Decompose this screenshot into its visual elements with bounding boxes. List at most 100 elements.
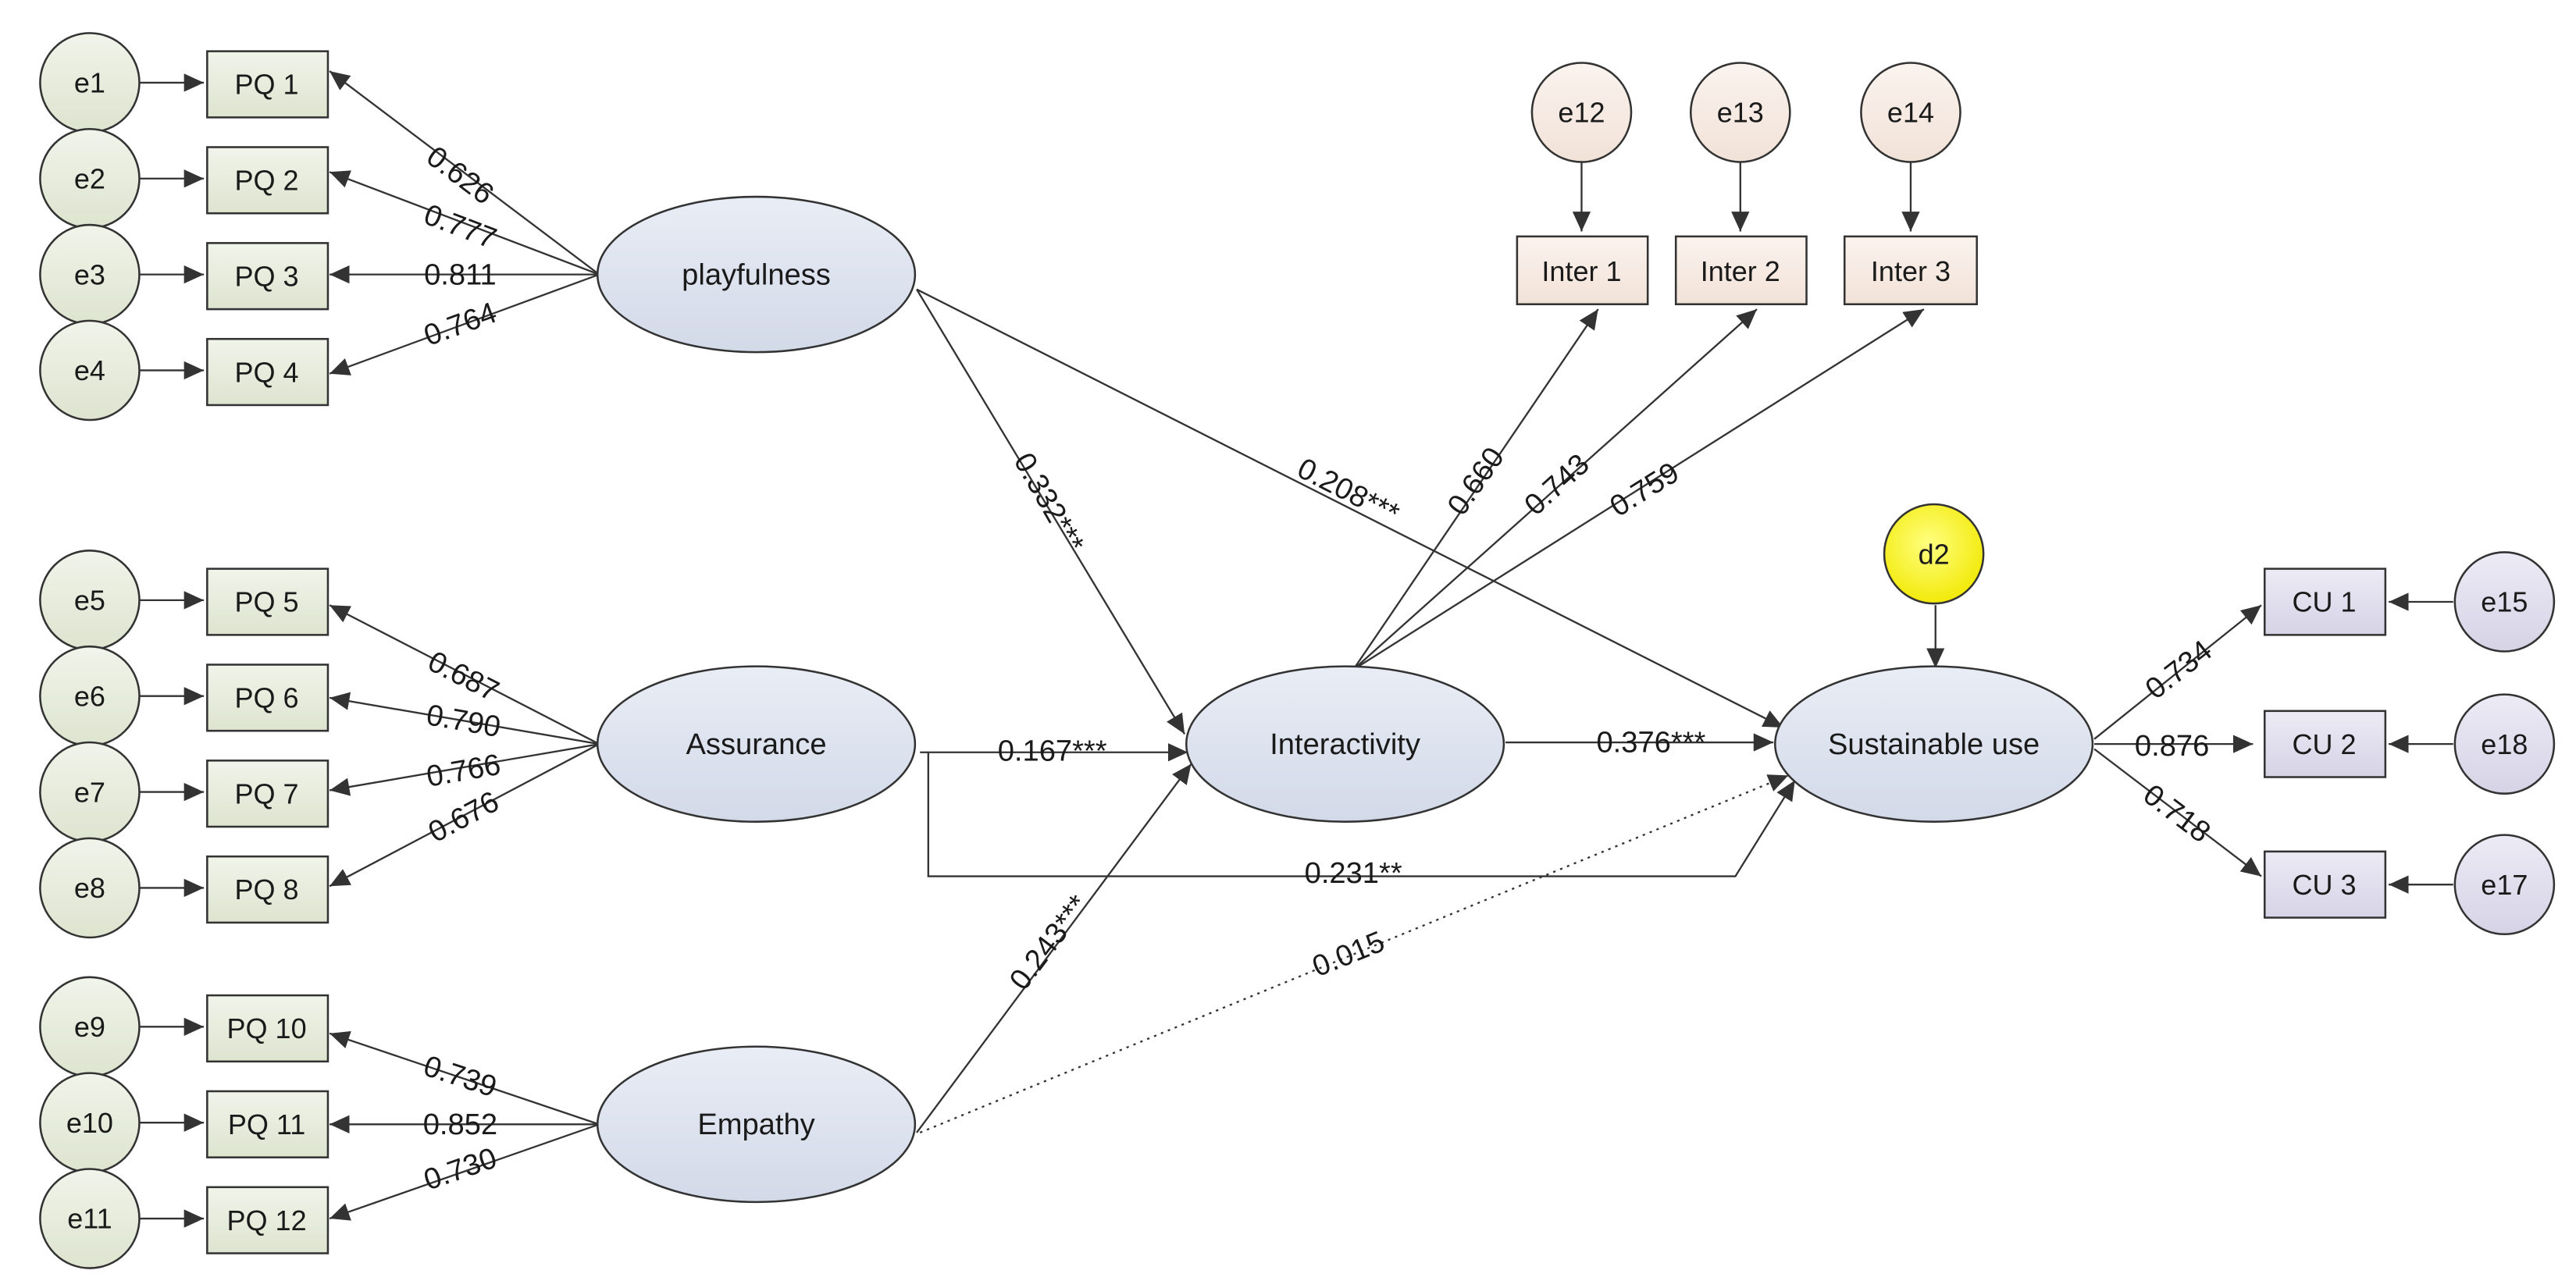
indicator-pq1: PQ 1 — [206, 50, 330, 119]
arrow-empathy-pq10 — [329, 1030, 600, 1126]
loading-cu2: 0.876 — [2135, 729, 2209, 763]
indicator-pq12-label: PQ 12 — [227, 1204, 307, 1236]
indicator-pq5-label: PQ 5 — [235, 586, 299, 618]
latent-interactivity-label: Interactivity — [1270, 728, 1420, 761]
sustainable-use-indicators: CU 1 CU 2 CU 3 e15 e18 e17 — [2263, 551, 2556, 935]
path-playfulness-sustainable — [916, 288, 1784, 729]
arrow-empathy-pq12 — [329, 1123, 600, 1221]
indicator-pq2: PQ 2 — [206, 146, 330, 215]
latent-playfulness: playfulness — [596, 195, 917, 354]
coef-interactivity-sustainable: 0.376*** — [1596, 726, 1705, 760]
indicator-pq1-label: PQ 1 — [235, 69, 299, 101]
arrow-playfulness-pq1 — [329, 70, 600, 276]
latent-variables: playfulness Assurance Empathy Interactiv… — [596, 195, 2094, 1204]
indicator-inter3-label: Inter 3 — [1871, 255, 1951, 287]
latent-playfulness-label: playfulness — [682, 258, 831, 291]
latent-empathy-label: Empathy — [697, 1108, 814, 1141]
indicator-pq7-label: PQ 7 — [235, 777, 299, 809]
error-e18-label: e18 — [2481, 728, 2528, 760]
indicator-pq8: PQ 8 — [206, 855, 330, 924]
arrow-assurance-pq7 — [329, 742, 600, 796]
indicator-pq4: PQ 4 — [206, 337, 330, 407]
error-e8: e8 — [39, 837, 141, 939]
error-e6-label: e6 — [74, 680, 105, 712]
loading-arrows-right — [1926, 592, 2453, 894]
error-e14: e14 — [1860, 62, 1961, 163]
error-e2-label: e2 — [74, 162, 105, 194]
error-e5-label: e5 — [74, 585, 105, 617]
disturbance-d2-label: d2 — [1919, 538, 1950, 570]
latent-interactivity: Interactivity — [1185, 665, 1505, 823]
arrow-interactivity-inter2 — [1352, 308, 1758, 671]
arrow-assurance-pq5 — [329, 604, 600, 745]
error-e5: e5 — [39, 550, 141, 651]
error-e17: e17 — [2453, 834, 2556, 935]
error-e10: e10 — [39, 1072, 141, 1174]
indicator-pq12: PQ 12 — [206, 1186, 330, 1254]
indicator-pq10-label: PQ 10 — [227, 1012, 307, 1044]
error-e7: e7 — [39, 741, 141, 843]
path-empathy-interactivity — [916, 763, 1192, 1133]
indicator-cu3: CU 3 — [2263, 850, 2387, 919]
coef-empathy-sustainable: 0.015 — [1308, 925, 1390, 984]
loading-pq10: 0.739 — [419, 1049, 501, 1104]
error-e15: e15 — [2453, 551, 2556, 653]
coef-playfulness-interactivity: 0.332*** — [1007, 447, 1091, 559]
latent-assurance: Assurance — [596, 665, 917, 823]
loading-inter1: 0.660 — [1441, 441, 1511, 521]
coef-empathy-interactivity: 0.243*** — [1003, 889, 1096, 997]
indicator-pq11: PQ 11 — [206, 1090, 330, 1158]
arrow-sustainable-cu3 — [2093, 748, 2262, 877]
path-playfulness-interactivity — [915, 289, 1186, 735]
disturbance-d2: d2 — [1883, 503, 1985, 605]
error-terms-left: e1 e2 e3 e4 e5 e6 e7 e8 e9 e10 e11 — [39, 32, 141, 1269]
arrow-interactivity-inter3 — [1352, 308, 1925, 671]
latent-sustainable-use-label: Sustainable use — [1828, 728, 2040, 761]
indicator-pq11-label: PQ 11 — [228, 1108, 305, 1140]
indicator-cu1: CU 1 — [2263, 568, 2387, 636]
loading-pq3: 0.811 — [424, 258, 497, 291]
loading-pq6: 0.790 — [424, 698, 503, 744]
arrow-assurance-pq6 — [329, 692, 600, 745]
error-e2: e2 — [39, 127, 141, 229]
indicator-pq3: PQ 3 — [206, 242, 330, 311]
indicator-pq3-label: PQ 3 — [235, 260, 299, 292]
arrow-playfulness-pq4 — [329, 273, 600, 375]
structural-paths — [915, 288, 1796, 1133]
error-e17-label: e17 — [2481, 869, 2528, 901]
indicator-inter2: Inter 2 — [1674, 235, 1808, 306]
error-arrows-left — [139, 73, 205, 1228]
error-e7-label: e7 — [74, 776, 105, 808]
coef-playfulness-sustainable: 0.208*** — [1292, 451, 1405, 531]
error-e3-label: e3 — [74, 258, 105, 290]
error-e1-label: e1 — [74, 67, 105, 99]
loading-pq4: 0.764 — [419, 296, 501, 353]
error-e4-label: e4 — [74, 354, 105, 386]
arrow-sustainable-cu1 — [2093, 604, 2262, 740]
error-e15-label: e15 — [2481, 586, 2528, 618]
loading-pq7: 0.766 — [424, 748, 503, 794]
loading-pq8: 0.676 — [423, 785, 504, 849]
latent-empathy: Empathy — [596, 1045, 917, 1204]
indicator-pq2-label: PQ 2 — [235, 165, 299, 197]
coef-assurance-interactivity: 0.167*** — [998, 734, 1107, 767]
error-e3: e3 — [39, 223, 141, 326]
arrow-assurance-pq8 — [329, 743, 600, 888]
error-e8-label: e8 — [74, 872, 105, 904]
indicator-pq10: PQ 10 — [206, 994, 330, 1063]
indicator-pq5: PQ 5 — [206, 568, 330, 636]
error-e12-label: e12 — [1558, 97, 1605, 129]
loading-cu3: 0.718 — [2137, 777, 2217, 849]
error-e11: e11 — [39, 1168, 141, 1269]
coef-assurance-sustainable: 0.231** — [1305, 856, 1402, 890]
indicator-pq6: PQ 6 — [206, 664, 330, 732]
indicator-inter1: Inter 1 — [1516, 235, 1649, 306]
loading-cu1: 0.734 — [2139, 634, 2218, 706]
indicator-cu2: CU 2 — [2263, 710, 2387, 778]
path-assurance-sustainable — [927, 752, 1796, 877]
error-e1: e1 — [39, 32, 141, 133]
error-e4: e4 — [39, 319, 141, 422]
error-e10-label: e10 — [66, 1107, 113, 1139]
loading-pq2: 0.777 — [419, 197, 501, 255]
